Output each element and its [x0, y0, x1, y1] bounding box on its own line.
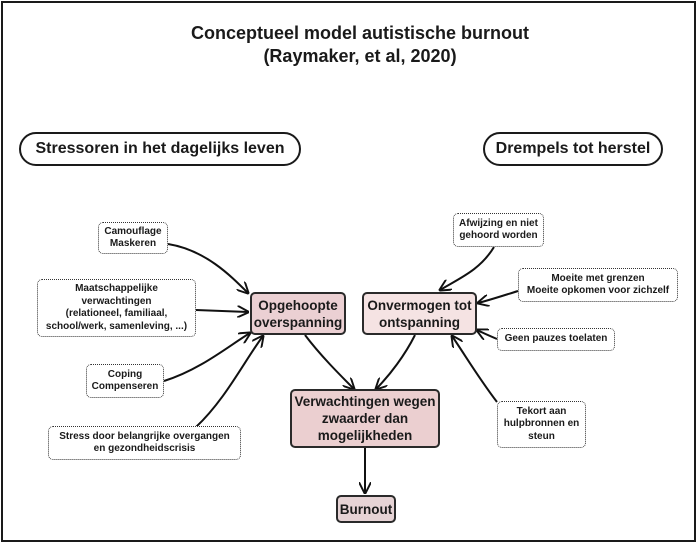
- barrier-rejection: Afwijzing en niet gehoord worden: [453, 213, 544, 247]
- note-text: verwachtingen: [81, 295, 152, 307]
- node-text: overspanning: [253, 314, 343, 330]
- note-text: steun: [528, 430, 555, 442]
- arrow-resources-to-inability: [452, 336, 498, 403]
- stressor-camouflage: Camouflage Maskeren: [98, 222, 168, 254]
- header-stressors: Stressoren in het dagelijks leven: [19, 132, 301, 166]
- note-text: Geen pauzes toelaten: [504, 333, 608, 345]
- node-text: ontspanning: [378, 314, 460, 330]
- node-text: mogelijkheden: [317, 428, 413, 443]
- node-text: Onvermogen tot: [367, 297, 472, 313]
- note-text: Camouflage: [104, 225, 162, 237]
- arrow-boundaries-to-inability: [478, 290, 519, 303]
- note-text: Afwijzing en niet: [459, 217, 538, 229]
- arrow-stress-to-accumulated: [195, 336, 263, 428]
- note-text: Stress door belangrijke overgangen: [59, 430, 230, 442]
- node-text: Verwachtingen wegen: [294, 394, 436, 409]
- title-line-2: (Raymaker, et al, 2020): [263, 46, 457, 66]
- arrow-accumulated-to-expectations: [304, 334, 354, 389]
- title-line-1: Conceptueel model autistische burnout: [190, 23, 530, 43]
- note-text: hulpbronnen en: [503, 418, 580, 430]
- arrow-inability-to-expectations: [376, 334, 416, 389]
- diagram-title: Conceptueel model autistische burnout (R…: [150, 22, 570, 68]
- note-text: Moeite opkomen voor zichzelf: [526, 285, 670, 296]
- barrier-lack-of-resources: Tekort aan hulpbronnen en steun: [497, 401, 586, 448]
- arrow-rejection-to-inability: [440, 246, 495, 290]
- arrow-society-to-accumulated: [195, 310, 248, 312]
- arrow-coping-to-accumulated: [163, 333, 250, 382]
- note-text: Compenseren: [91, 381, 159, 392]
- barrier-no-pauses: Geen pauzes toelaten: [497, 328, 615, 351]
- node-text: Opgehoopte: [258, 297, 338, 313]
- arrow-pauses-to-inability: [477, 330, 498, 339]
- note-text: Maatschappelijke: [75, 283, 158, 294]
- node-inability-to-relax: Onvermogen tot ontspanning: [362, 292, 477, 335]
- stressor-coping: Coping Compenseren: [86, 364, 164, 398]
- stressor-societal-expectations: Maatschappelijke verwachtingen (relation…: [37, 279, 196, 337]
- node-text: zwaarder dan: [321, 411, 409, 426]
- node-accumulated-overstrain: Opgehoopte overspanning: [250, 292, 346, 335]
- note-text: Moeite met grenzen: [551, 272, 645, 284]
- note-text: (relationeel, familiaal,: [65, 308, 168, 319]
- node-burnout: Burnout: [336, 495, 396, 523]
- header-barriers: Drempels tot herstel: [483, 132, 663, 166]
- node-expectations-outweigh-capacities: Verwachtingen wegen zwaarder dan mogelij…: [290, 389, 440, 448]
- stressor-transitions: Stress door belangrijke overgangen en ge…: [48, 426, 241, 460]
- note-text: gehoord worden: [459, 230, 538, 241]
- arrow-camouflage-to-accumulated: [167, 243, 248, 293]
- note-text: school/werk, samenleving, ...): [45, 320, 188, 332]
- note-text: Maskeren: [109, 238, 157, 249]
- note-text: Tekort aan: [516, 405, 567, 417]
- barrier-boundaries: Moeite met grenzen Moeite opkomen voor z…: [518, 268, 678, 302]
- note-text: en gezondheidscrisis: [93, 443, 196, 454]
- note-text: Coping: [107, 368, 143, 380]
